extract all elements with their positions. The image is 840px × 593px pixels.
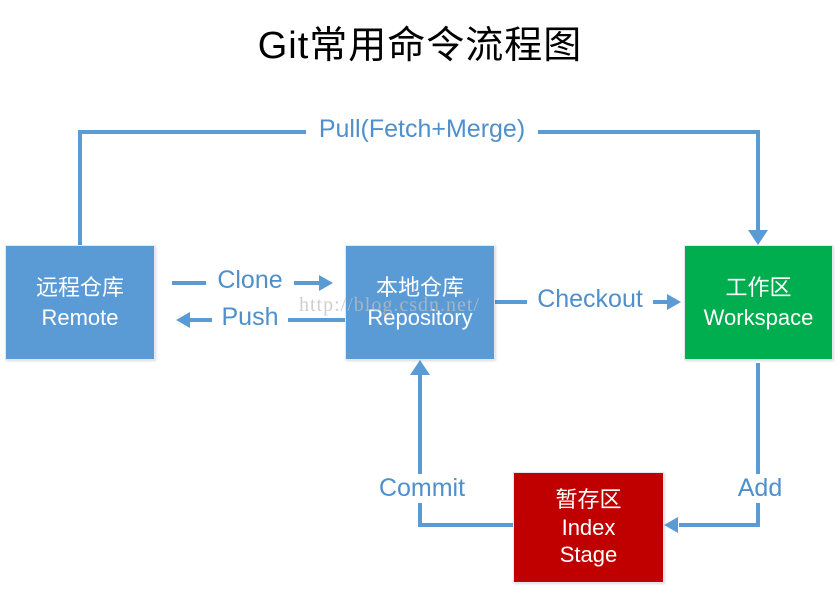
commit-edge-segment-vertical (418, 374, 422, 527)
commit-edge-label: Commit (371, 474, 473, 503)
add-arrowhead-icon (664, 517, 678, 533)
pull-edge-label: Pull(Fetch+Merge) (306, 115, 538, 144)
node-index-stage: 暂存区 Index Stage (513, 472, 664, 583)
node-remote: 远程仓库 Remote (5, 245, 155, 360)
checkout-arrowhead-icon (667, 294, 681, 310)
node-workspace-label-zh: 工作区 (725, 274, 792, 300)
pull-arrowhead-icon (748, 230, 768, 245)
checkout-edge-label: Checkout (527, 285, 653, 314)
node-remote-label-zh: 远程仓库 (35, 274, 124, 300)
node-repository-label-zh: 本地仓库 (375, 274, 464, 300)
add-edge-label: Add (726, 474, 794, 503)
node-remote-label-en: Remote (41, 304, 119, 330)
page-title: Git常用命令流程图 (257, 25, 583, 67)
node-workspace: 工作区 Workspace (684, 245, 833, 360)
node-workspace-label-en: Workspace (703, 304, 814, 330)
clone-edge-label: Clone (206, 266, 294, 295)
commit-edge-segment-horizontal (418, 523, 513, 527)
node-repository: 本地仓库 Repository (345, 245, 495, 360)
push-arrowhead-icon (176, 312, 190, 328)
push-edge-label: Push (212, 303, 288, 332)
pull-edge-segment-left (78, 130, 82, 247)
add-edge-segment-vertical (756, 363, 760, 527)
node-index-label-en1: Index (561, 514, 616, 540)
clone-arrowhead-icon (319, 275, 333, 291)
add-edge-segment-horizontal (679, 523, 760, 527)
pull-edge-segment-right (756, 130, 760, 232)
node-index-label-en2: Stage (559, 542, 618, 568)
commit-arrowhead-icon (410, 360, 430, 375)
node-index-label-zh: 暂存区 (555, 487, 622, 513)
node-repository-label-en: Repository (367, 304, 473, 330)
